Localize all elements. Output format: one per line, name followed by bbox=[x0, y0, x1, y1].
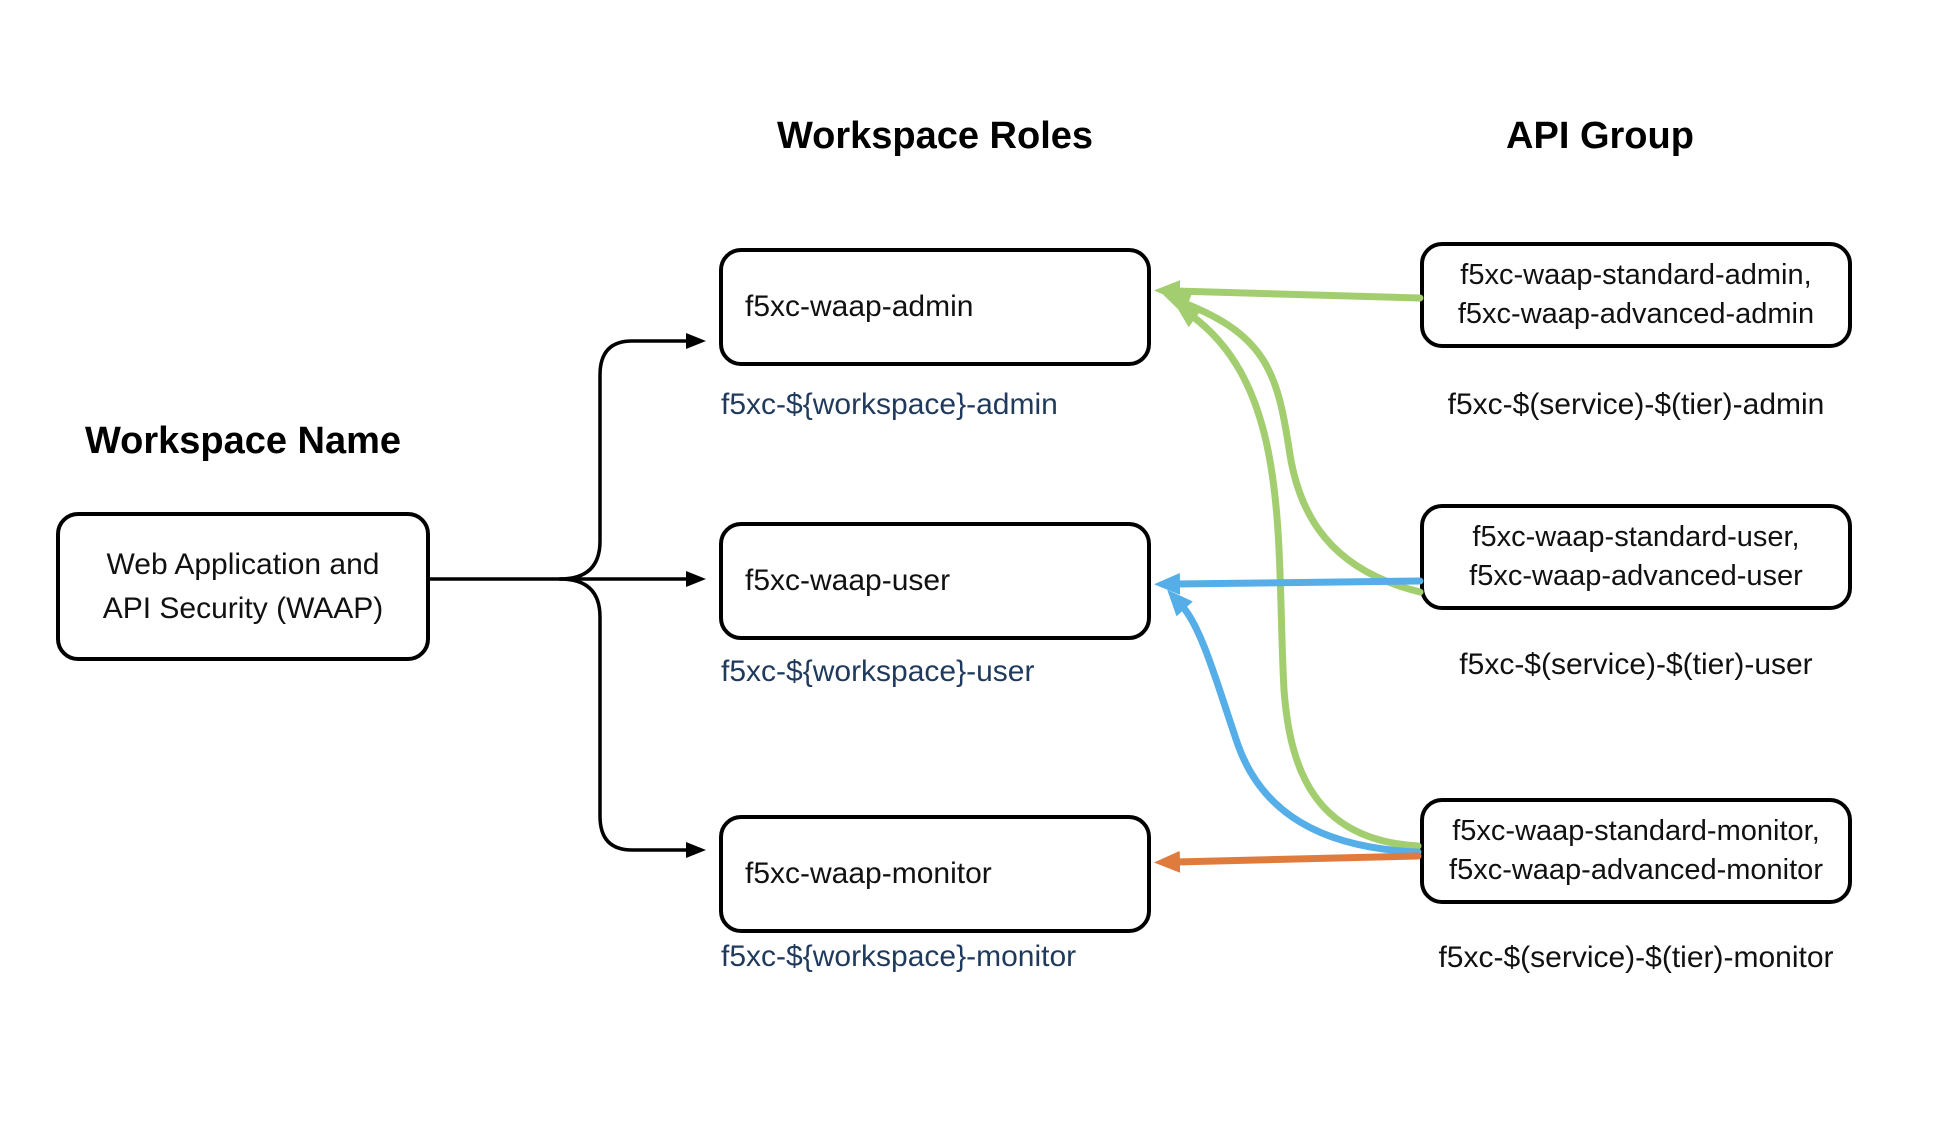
workspace-roles-heading: Workspace Roles bbox=[776, 115, 1094, 157]
arrow-waap-to-monitor-role bbox=[558, 577, 706, 858]
role-caption-monitor: f5xc-${workspace}-monitor bbox=[721, 940, 1077, 973]
arrow-user-api-to-user-role bbox=[1154, 572, 1424, 595]
role-label-admin: f5xc-waap-admin bbox=[745, 290, 974, 323]
api-group-admin-line1: f5xc-waap-standard-admin, bbox=[1460, 259, 1812, 291]
api-group-user-line2: f5xc-waap-advanced-user bbox=[1469, 560, 1803, 592]
api-group-box-user: f5xc-waap-standard-user, f5xc-waap-advan… bbox=[1420, 504, 1852, 610]
api-group-admin-line2: f5xc-waap-advanced-admin bbox=[1457, 298, 1815, 330]
api-group-user-line1: f5xc-waap-standard-user, bbox=[1472, 521, 1800, 553]
api-group-box-admin: f5xc-waap-standard-admin, f5xc-waap-adva… bbox=[1420, 242, 1852, 348]
role-caption-user: f5xc-${workspace}-user bbox=[721, 655, 1035, 688]
role-box-user: f5xc-waap-user bbox=[719, 522, 1151, 640]
api-group-box-monitor: f5xc-waap-standard-monitor, f5xc-waap-ad… bbox=[1420, 798, 1852, 904]
role-caption-admin: f5xc-${workspace}-admin bbox=[721, 388, 1058, 421]
arrow-waap-to-admin-role bbox=[558, 333, 706, 581]
arrow-monitor-api-to-user-role bbox=[1167, 589, 1422, 856]
api-caption-monitor: f5xc-$(service)-$(tier)-monitor bbox=[1438, 941, 1834, 974]
arrow-admin-api-to-admin-role bbox=[1154, 280, 1424, 303]
api-group-heading: API Group bbox=[1506, 115, 1694, 157]
arrow-monitor-api-to-admin-role bbox=[1174, 302, 1422, 850]
role-box-monitor: f5xc-waap-monitor bbox=[719, 815, 1151, 933]
workspace-name-heading: Workspace Name bbox=[84, 420, 402, 462]
workspace-box-line1: Web Application and bbox=[106, 547, 380, 581]
workspace-box-waap: Web Application and API Security (WAAP) bbox=[56, 512, 430, 661]
arrow-monitor-api-to-monitor-role bbox=[1154, 850, 1422, 873]
arrow-user-api-to-admin-role bbox=[1163, 294, 1424, 596]
role-box-admin: f5xc-waap-admin bbox=[719, 248, 1151, 366]
role-label-monitor: f5xc-waap-monitor bbox=[745, 857, 992, 890]
api-caption-admin: f5xc-$(service)-$(tier)-admin bbox=[1447, 388, 1825, 421]
api-group-monitor-line1: f5xc-waap-standard-monitor, bbox=[1452, 815, 1820, 847]
role-label-user: f5xc-waap-user bbox=[745, 564, 951, 597]
workspace-box-line2: API Security (WAAP) bbox=[102, 591, 384, 625]
api-group-monitor-line2: f5xc-waap-advanced-monitor bbox=[1449, 854, 1823, 886]
api-caption-user: f5xc-$(service)-$(tier)-user bbox=[1459, 648, 1813, 681]
